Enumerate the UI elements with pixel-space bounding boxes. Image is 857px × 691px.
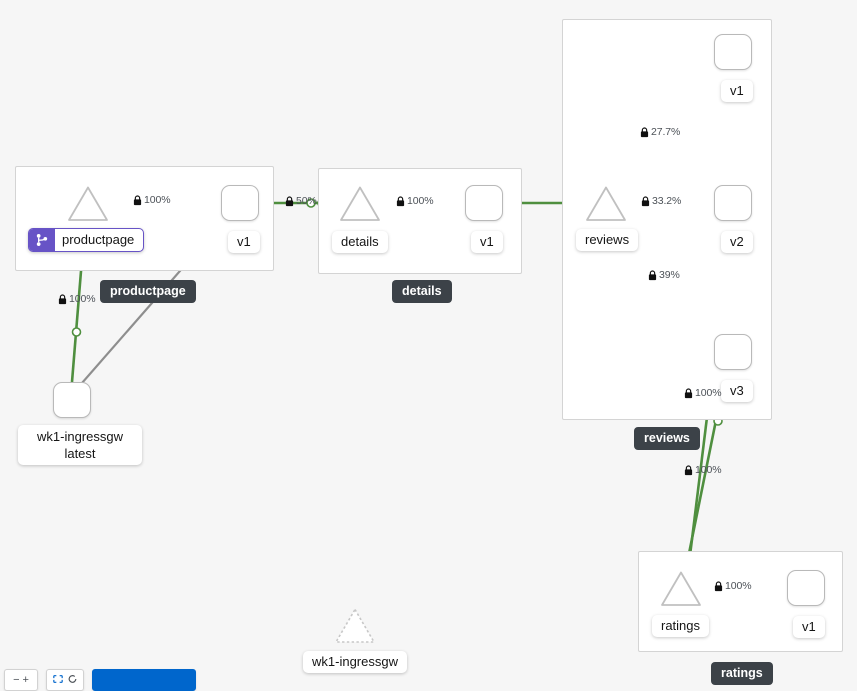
node-ratings-v1[interactable] bbox=[787, 570, 825, 606]
virtual-service-icon bbox=[29, 229, 55, 251]
edge-label-text: 39% bbox=[659, 269, 680, 281]
edge-label-productpage-v1-details: 50% bbox=[285, 196, 317, 207]
node-ingressgw-workload[interactable] bbox=[53, 382, 91, 418]
edge-label-reviews-v3: 39% bbox=[648, 270, 680, 281]
triangle-icon bbox=[66, 184, 110, 224]
node-label-reviews-v3: v3 bbox=[721, 380, 753, 402]
zoom-controls-button[interactable]: − + bbox=[4, 669, 38, 691]
triangle-icon bbox=[659, 569, 703, 609]
triangle-icon bbox=[333, 606, 377, 646]
graph-toolbar[interactable]: − + bbox=[0, 669, 196, 691]
legend-button[interactable] bbox=[92, 669, 196, 691]
edge-label-text: 50% bbox=[296, 195, 317, 207]
node-label-line1: wk1-ingressgw bbox=[37, 429, 123, 444]
node-label-ratings-v1: v1 bbox=[793, 616, 825, 638]
node-label-productpage-app: productpage bbox=[62, 232, 135, 247]
edge-label-productpage-app-v1: 100% bbox=[133, 194, 171, 206]
node-productpage-v1[interactable] bbox=[221, 185, 259, 221]
edge-label-reviews-v2: 33.2% bbox=[641, 196, 681, 207]
zoom-in-icon[interactable]: + bbox=[22, 674, 29, 686]
group-chip-details: details bbox=[392, 280, 452, 303]
lock-icon bbox=[58, 294, 67, 305]
group-chip-reviews: reviews bbox=[634, 427, 700, 450]
fit-icon bbox=[52, 674, 64, 687]
node-label-line2: latest bbox=[64, 446, 96, 461]
node-label-productpage-v1: v1 bbox=[228, 231, 260, 253]
lock-icon bbox=[684, 465, 693, 476]
edge-label-details-app-v1: 100% bbox=[396, 195, 434, 207]
triangle-icon bbox=[338, 184, 382, 224]
lock-icon bbox=[641, 196, 650, 207]
lock-icon bbox=[396, 196, 405, 207]
node-label-ratings-app: ratings bbox=[652, 615, 710, 637]
reset-icon bbox=[67, 674, 78, 687]
lock-icon bbox=[684, 388, 693, 399]
triangle-icon bbox=[584, 184, 628, 224]
edge-label-text: 100% bbox=[695, 387, 722, 399]
node-label-ingressgw-workload: wk1-ingressgw latest bbox=[18, 425, 142, 465]
edge-label-text: 100% bbox=[695, 464, 722, 476]
group-chip-productpage: productpage bbox=[100, 280, 196, 303]
edge-label-text: 27.7% bbox=[651, 126, 681, 138]
node-reviews-v2[interactable] bbox=[714, 185, 752, 221]
edge-label-text: 100% bbox=[144, 194, 171, 206]
fit-to-screen-button[interactable] bbox=[46, 669, 84, 691]
edge-label-reviews-v1: 27.7% bbox=[640, 127, 680, 138]
node-label-reviews-v1: v1 bbox=[721, 80, 753, 102]
node-label-reviews-app: reviews bbox=[576, 229, 639, 251]
node-reviews-v1[interactable] bbox=[714, 34, 752, 70]
edge-label-reviews-v3-ratings: 100% bbox=[684, 387, 722, 399]
node-reviews-v3[interactable] bbox=[714, 334, 752, 370]
edge-label-ingressgw-productpage: 100% bbox=[58, 293, 96, 305]
lock-icon bbox=[648, 270, 657, 281]
node-details-v1[interactable] bbox=[465, 185, 503, 221]
edge-label-ratings-app-v1: 100% bbox=[714, 580, 752, 592]
lock-icon bbox=[133, 195, 142, 206]
group-chip-ratings: ratings bbox=[711, 662, 773, 685]
node-label-details-app: details bbox=[332, 231, 388, 253]
zoom-out-icon[interactable]: − bbox=[13, 674, 20, 686]
virtual-service-badge-productpage[interactable]: productpage bbox=[28, 228, 145, 252]
edge-label-text: 33.2% bbox=[652, 195, 682, 207]
node-label-reviews-v2: v2 bbox=[721, 231, 753, 253]
edge-label-reviews-v2-ratings: 100% bbox=[684, 464, 722, 476]
edge-label-text: 100% bbox=[69, 293, 96, 305]
node-label-ingressgw-app: wk1-ingressgw bbox=[303, 651, 407, 673]
lock-icon bbox=[285, 196, 294, 207]
edge-label-text: 100% bbox=[725, 580, 752, 592]
lock-icon bbox=[640, 127, 649, 138]
edge-label-text: 100% bbox=[407, 195, 434, 207]
node-label-details-v1: v1 bbox=[471, 231, 503, 253]
lock-icon bbox=[714, 581, 723, 592]
